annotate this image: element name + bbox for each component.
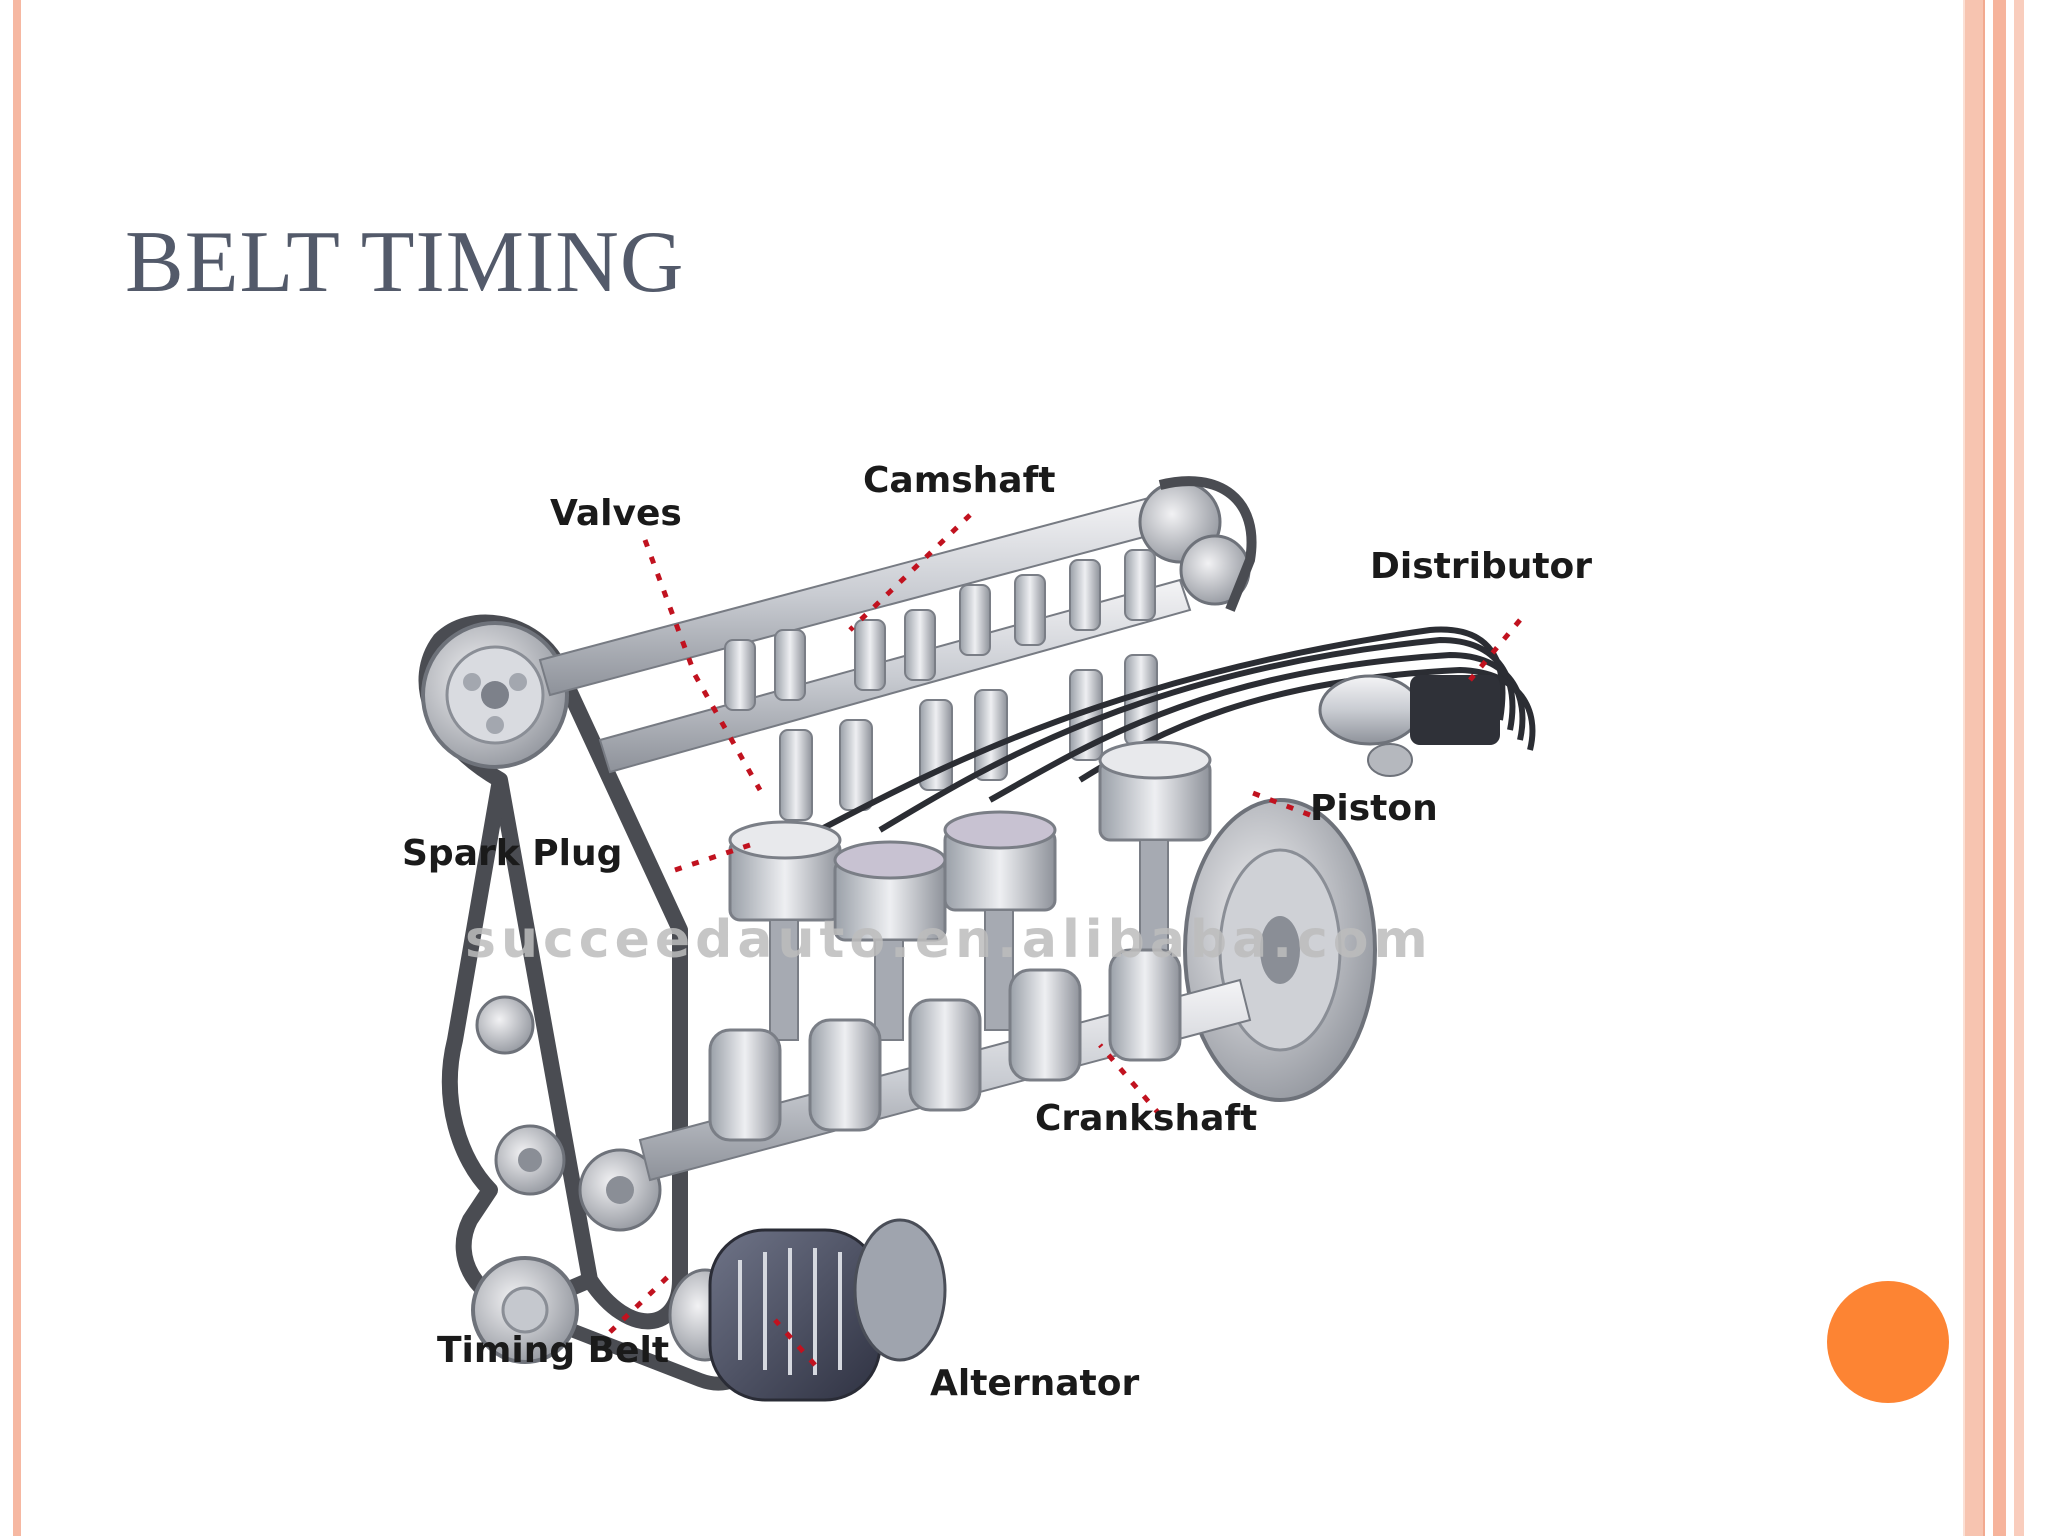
slide-title: BELT TIMING (125, 214, 685, 311)
watermark: succeedauto.en.alibaba.com (465, 910, 1433, 970)
crankshaft (638, 948, 1252, 1182)
label-distributor: Distributor (1370, 546, 1592, 587)
engine-diagram: Valves Camshaft Distributor Piston Spark… (402, 460, 1592, 1404)
label-valves: Valves (550, 493, 682, 534)
label-crankshaft: Crankshaft (1035, 1098, 1257, 1139)
slide-border-left (13, 0, 21, 1536)
valve-springs (724, 549, 1158, 821)
slide-border-right (1963, 0, 1985, 1536)
label-alternator: Alternator (930, 1363, 1139, 1404)
decorative-orange-circle (1827, 1281, 1949, 1403)
leader-lines (608, 513, 1522, 1367)
label-spark-plug: Spark Plug (402, 833, 622, 874)
alternator (668, 1218, 947, 1402)
label-piston: Piston (1310, 788, 1438, 829)
slide-border-right-stripe (1993, 0, 2006, 1536)
camshaft-pulley (421, 621, 569, 769)
idler-pulleys (471, 995, 662, 1364)
distributor (1318, 674, 1500, 777)
slide-border-right-edge (2014, 0, 2024, 1536)
label-timing-belt: Timing Belt (437, 1330, 669, 1371)
label-camshaft: Camshaft (863, 460, 1055, 501)
